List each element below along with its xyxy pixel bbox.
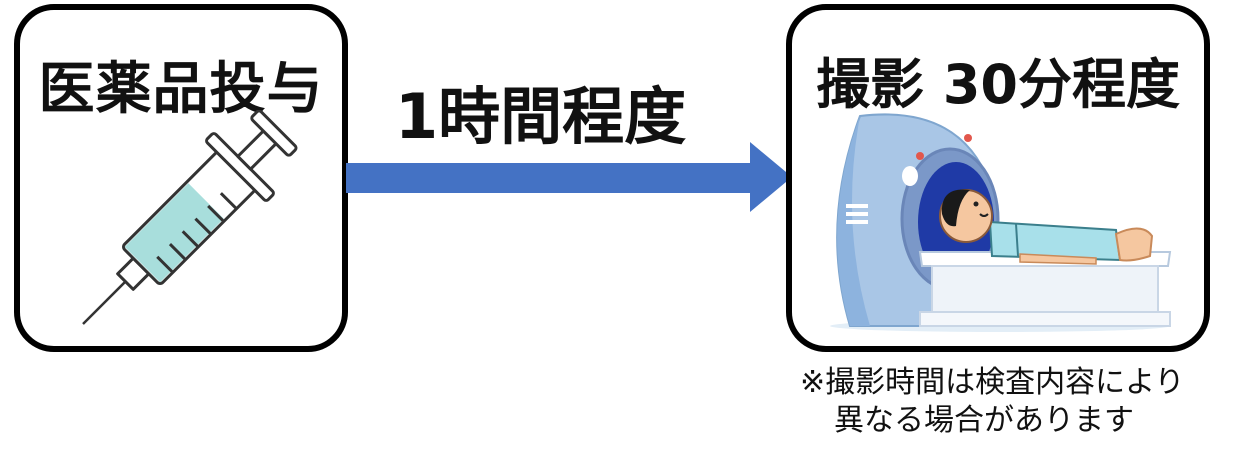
footnote-line-1: ※撮影時間は検査内容により [800,365,1185,400]
footnote-line-2: 異なる場合があります [834,403,1134,438]
step-administration-box: 医薬品投与 [14,4,348,352]
step-administration-title: 医薬品投与 [38,57,324,122]
arrow-right-icon [346,142,792,212]
ct-scanner-icon [830,113,1172,332]
imaging-footnote: ※撮影時間は検査内容により 異なる場合があります [800,364,1185,440]
syringe-icon [82,110,298,325]
step-imaging-title: 撮影 30分程度 [816,53,1180,116]
duration-label: 1時間程度 [395,80,687,153]
